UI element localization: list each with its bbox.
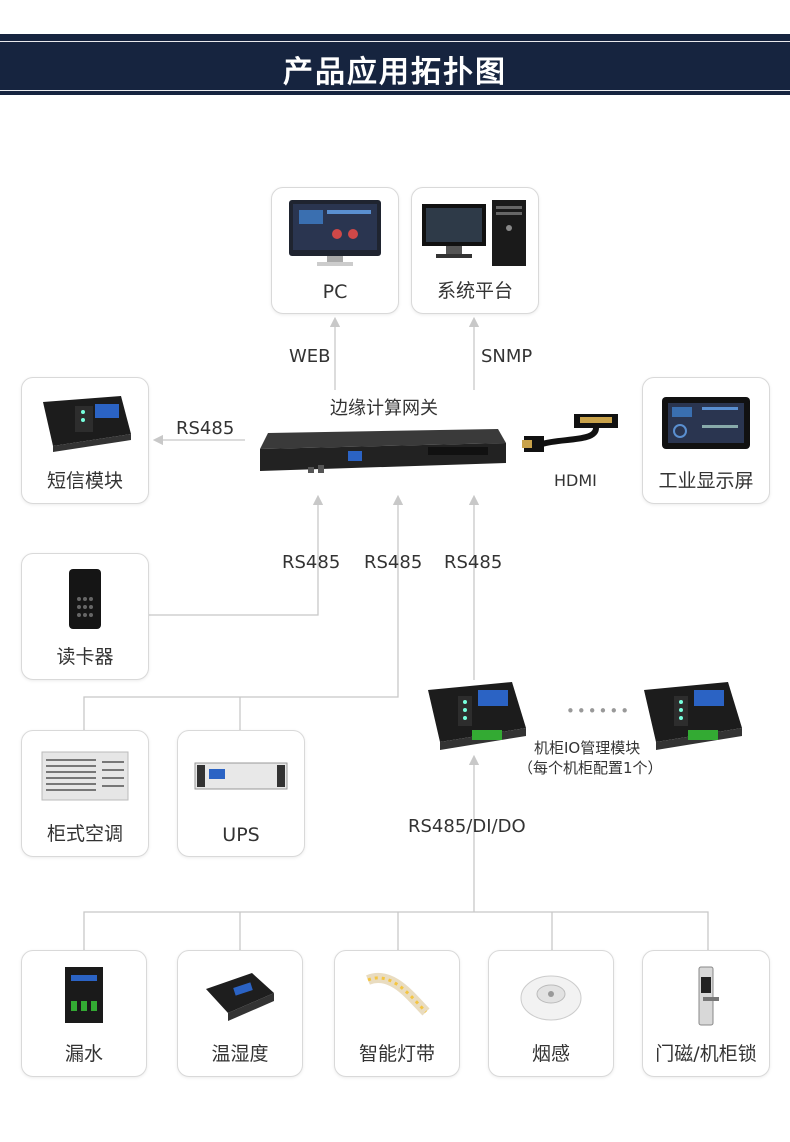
temp-humidity-sensor-icon <box>178 959 302 1032</box>
io-module-1[interactable] <box>422 672 532 752</box>
air-conditioner-icon <box>22 739 148 812</box>
title-banner: 产品应用拓扑图 <box>0 34 790 95</box>
io-module-label: 机柜IO管理模块 <box>534 739 641 757</box>
leak-card[interactable]: 漏水 <box>21 950 147 1077</box>
ups-label: UPS <box>222 824 260 846</box>
hdmi-cable <box>522 412 622 464</box>
io-module-note: （每个机柜配置1个） <box>518 759 663 777</box>
sms-link-label: RS485 <box>176 418 235 439</box>
gateway-icon <box>260 429 506 473</box>
door-lock-icon <box>643 959 769 1032</box>
io-module-icon <box>428 682 526 750</box>
card-reader-card[interactable]: 读卡器 <box>21 553 149 680</box>
ellipsis-dots: •••••• <box>566 702 632 720</box>
platform-label: 系统平台 <box>436 280 513 302</box>
led-strip-card[interactable]: 智能灯带 <box>334 950 460 1077</box>
temp-humidity-card[interactable]: 温湿度 <box>177 950 303 1077</box>
web-link-label: WEB <box>289 346 331 367</box>
smoke-detector-icon <box>489 959 613 1032</box>
snmp-link-label: SNMP <box>481 346 533 367</box>
tablet-display-icon <box>643 386 769 459</box>
hdmi-link-label: HDMI <box>554 471 597 490</box>
ups-card[interactable]: UPS <box>177 730 305 857</box>
led-label: 智能灯带 <box>358 1043 435 1065</box>
ac-ups-link <box>83 494 404 730</box>
smoke-label: 烟感 <box>531 1043 570 1065</box>
rs485-io-label: RS485 <box>444 552 503 573</box>
sms-module-card[interactable]: 短信模块 <box>21 377 149 504</box>
card-reader-icon <box>22 562 148 635</box>
temp-label: 温湿度 <box>211 1043 269 1065</box>
page-title: 产品应用拓扑图 <box>283 55 507 90</box>
display-label: 工业显示屏 <box>658 470 754 492</box>
led-strip-icon <box>335 959 459 1032</box>
rs485-di-do-label: RS485/DI/DO <box>408 816 526 837</box>
lock-label: 门磁/机柜锁 <box>655 1043 757 1065</box>
desktop-computer-icon <box>412 196 538 269</box>
lock-card[interactable]: 门磁/机柜锁 <box>642 950 770 1077</box>
io-module-icon <box>644 682 742 750</box>
io-module-2[interactable] <box>638 672 748 752</box>
gateway-label: 边缘计算网关 <box>330 398 438 419</box>
card-reader-label: 读卡器 <box>56 646 114 668</box>
sms-module-icon <box>22 386 148 459</box>
ac-card[interactable]: 柜式空调 <box>21 730 149 857</box>
hdmi-cable-icon <box>522 414 618 452</box>
water-leak-sensor-icon <box>22 959 146 1032</box>
reader-link <box>148 494 324 616</box>
monitor-icon <box>272 196 398 269</box>
sms-label: 短信模块 <box>46 470 123 492</box>
pc-card[interactable]: PC <box>271 187 399 314</box>
industrial-display-card[interactable]: 工业显示屏 <box>642 377 770 504</box>
leak-label: 漏水 <box>64 1043 103 1065</box>
pc-label: PC <box>322 281 348 303</box>
smoke-card[interactable]: 烟感 <box>488 950 614 1077</box>
ac-label: 柜式空调 <box>46 823 123 845</box>
gateway-device[interactable] <box>258 425 508 475</box>
ups-icon <box>178 739 304 812</box>
platform-card[interactable]: 系统平台 <box>411 187 539 314</box>
rs485-ac-ups-label: RS485 <box>364 552 423 573</box>
rs485-reader-label: RS485 <box>282 552 341 573</box>
